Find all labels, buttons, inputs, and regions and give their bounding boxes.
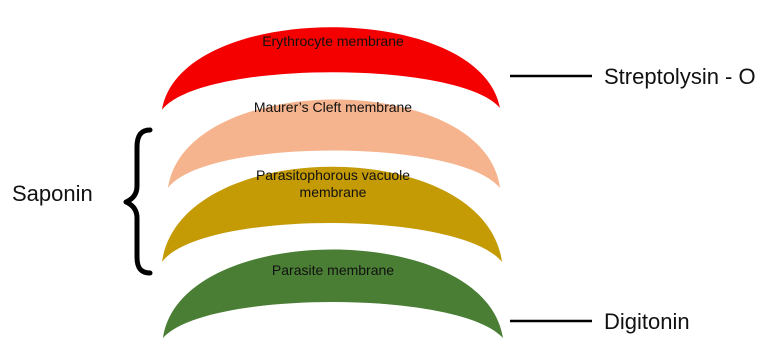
parasite-membrane: Parasite membrane [163,250,503,339]
digitonin-label: Digitonin [604,309,690,334]
streptolysin-label: Streptolysin - O [604,64,756,89]
curly-brace-icon [126,130,150,273]
parasite-membrane-label: Parasite membrane [272,262,394,278]
erythrocyte-membrane-label: Erythrocyte membrane [262,33,404,49]
parasitophorous-vacuole-membrane: Parasitophorous vacuole membrane [162,167,502,262]
digitonin-annotation: Digitonin [510,309,690,334]
erythrocyte-membrane: Erythrocyte membrane [162,27,500,110]
parasitophorous-vacuole-membrane-label-line2: membrane [300,184,367,200]
saponin-label: Saponin [12,181,93,206]
parasitophorous-vacuole-membrane-label-line1: Parasitophorous vacuole [256,167,410,183]
streptolysin-annotation: Streptolysin - O [510,64,756,89]
saponin-annotation: Saponin [12,130,150,273]
maurers-cleft-membrane-label: Maurer’s Cleft membrane [254,99,412,115]
